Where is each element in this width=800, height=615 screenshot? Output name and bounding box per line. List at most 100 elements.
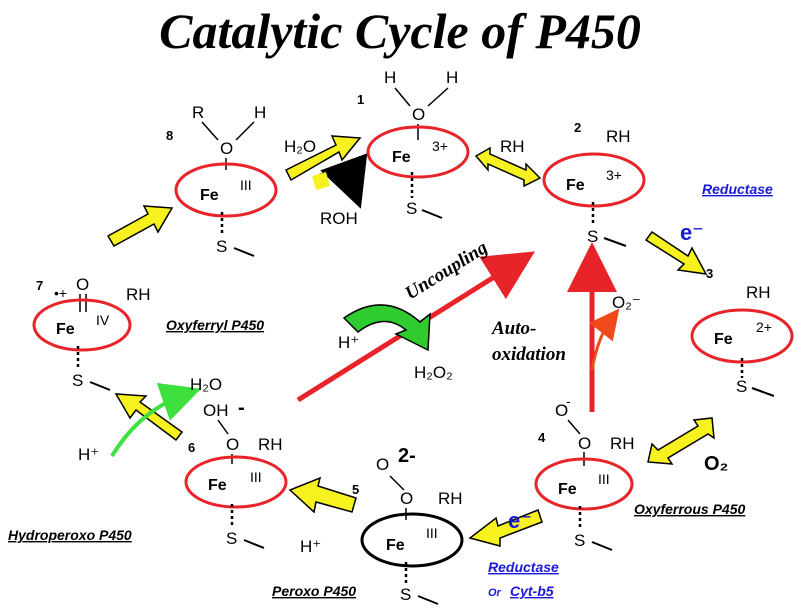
roh-arrow-highlight <box>312 172 330 190</box>
step-4-o-distal: O <box>555 401 568 420</box>
step-7-number: 7 <box>36 278 43 293</box>
label-rh-bind: RH <box>500 137 525 156</box>
step-6-o: O <box>226 435 239 454</box>
label-h-plus-6: H⁺ <box>78 445 99 464</box>
step-1-fe: Fe <box>392 149 411 166</box>
step-4-sulfur: S <box>574 531 585 550</box>
step-5-o-proximal: O <box>400 489 413 508</box>
label-h2o-in: H₂O <box>284 137 316 156</box>
step-8-oxygen: O <box>220 139 233 158</box>
label-autoox-2: oxidation <box>492 344 566 365</box>
step-4-number: 4 <box>538 430 546 445</box>
label-autoox-1: Auto- <box>491 318 536 339</box>
step-1-h-left: H <box>384 68 396 87</box>
arrow-7-to-8 <box>106 205 174 248</box>
label-electron-2: e⁻ <box>508 508 532 533</box>
page-title: Catalytic Cycle of P450 <box>159 3 641 59</box>
step-8: 8 R H O Fe III S <box>166 103 278 257</box>
svg-text:-: - <box>566 393 571 409</box>
step-8-fe: Fe <box>200 187 219 204</box>
step-7-rh: RH <box>126 285 151 304</box>
label-roh: ROH <box>320 209 358 228</box>
step-5: 5 O 2- O RH Fe III S Peroxo P450 <box>272 445 464 605</box>
step-4-heme-ellipse <box>534 457 634 511</box>
step-7-fe: Fe <box>56 321 75 338</box>
arrow-5-to-6 <box>288 476 357 514</box>
label-hydroperoxo: Hydroperoxo P450 <box>8 527 132 543</box>
step-8-ox-state: III <box>240 177 252 193</box>
label-electron-1: e⁻ <box>680 220 704 245</box>
label-cyt-b5: Cyt-b5 <box>510 583 554 599</box>
step-7-radical: •+ <box>54 285 67 301</box>
step-1-heme-ellipse <box>366 125 470 179</box>
label-superoxide: O₂⁻ <box>612 293 641 312</box>
step-2-number: 2 <box>574 120 581 135</box>
step-8-h: H <box>254 103 266 122</box>
step-5-ox-state: III <box>426 525 438 541</box>
step-5-heme-ellipse <box>360 512 464 568</box>
arrow-4-to-5 <box>468 509 543 547</box>
step-5-fe: Fe <box>386 537 405 554</box>
step-8-sulfur: S <box>216 237 227 256</box>
label-h-plus-5: H⁺ <box>300 537 321 556</box>
arrow-6-to-7 <box>114 393 184 442</box>
step-2-heme-ellipse <box>542 152 646 208</box>
step-8-heme-ellipse <box>174 162 278 218</box>
step-3-rh: RH <box>746 283 771 302</box>
step-5-sulfur: S <box>400 585 411 604</box>
step-6-heme-ellipse <box>184 455 288 509</box>
step-6: 6 OH - O RH Fe III S Hydroperoxo P450 <box>8 397 288 549</box>
step-1: 1 H H O Fe 3+ S <box>357 68 470 219</box>
step-7-oxo: O <box>76 275 89 294</box>
label-oxyferryl: Oxyferryl P450 <box>166 317 264 333</box>
step-6-ox-state: III <box>250 469 262 485</box>
label-or: Or <box>488 587 502 599</box>
step-7-heme-ellipse <box>32 298 132 352</box>
step-5-charge: 2- <box>398 445 416 467</box>
step-1-number: 1 <box>357 92 364 107</box>
label-h2o-out: H₂O <box>190 375 222 394</box>
step-6-number: 6 <box>188 440 195 455</box>
proton-arrow-6 <box>110 383 202 458</box>
step-1-h-right: H <box>446 68 458 87</box>
step-1-sulfur: S <box>406 199 417 218</box>
label-h-plus-center: H⁺ <box>338 333 359 352</box>
step-6-rh: RH <box>258 435 283 454</box>
h2o2-release-arrow <box>342 304 431 352</box>
step-8-number: 8 <box>166 128 173 143</box>
step-5-rh: RH <box>438 489 463 508</box>
superoxide-release-arrow <box>589 308 620 371</box>
step-3-sulfur: S <box>736 377 747 396</box>
svg-text:-: - <box>238 397 245 419</box>
label-oxyferrous: Oxyferrous P450 <box>634 501 745 517</box>
step-1-oxygen: O <box>412 105 425 124</box>
arrow-3-4-double <box>647 417 715 465</box>
step-3-ox-state: 2+ <box>756 319 772 335</box>
step-3-fe: Fe <box>714 331 733 348</box>
step-2-fe: Fe <box>566 177 585 194</box>
label-o2: O₂ <box>704 453 728 475</box>
label-h2o2: H₂O₂ <box>414 363 453 382</box>
arrow-1-2-double <box>474 146 542 188</box>
label-uncoupling: Uncoupling <box>402 237 492 304</box>
step-6-fe: Fe <box>208 477 227 494</box>
step-5-o-distal: O <box>376 455 389 474</box>
step-2-sulfur: S <box>587 227 598 246</box>
step-4-rh: RH <box>610 434 635 453</box>
step-7-ox-state: IV <box>96 312 110 328</box>
label-reductase-top: Reductase <box>702 181 773 197</box>
step-2-ox-state: 3+ <box>606 167 622 183</box>
step-5-number: 5 <box>352 482 359 497</box>
step-7-sulfur: S <box>72 371 83 390</box>
step-2: 2 RH Fe 3+ S <box>542 120 646 247</box>
step-3-heme-ellipse <box>690 308 794 364</box>
label-reductase-bottom: Reductase <box>488 559 559 575</box>
step-7: 7 •+ O RH Fe IV S Oxyferryl P450 <box>32 275 264 391</box>
step-6-oh: OH <box>203 401 229 420</box>
step-6-sulfur: S <box>226 529 237 548</box>
step-3-number: 3 <box>706 266 713 281</box>
step-3: 3 RH Fe 2+ S <box>690 266 794 397</box>
step-2-rh: RH <box>606 127 631 146</box>
step-8-r: R <box>192 103 204 122</box>
